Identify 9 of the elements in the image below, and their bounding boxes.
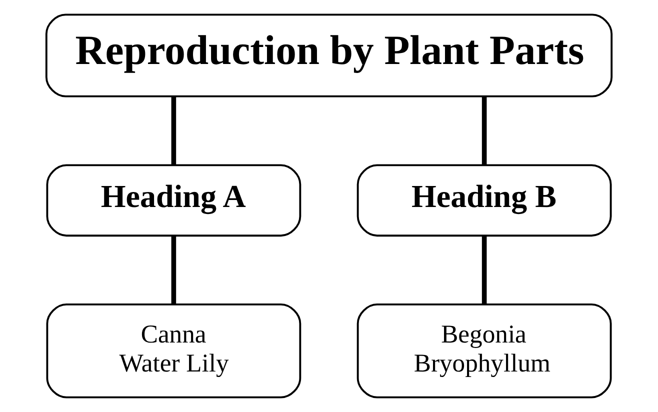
connector [171,96,176,166]
node-box: Heading A [46,164,302,237]
node-box: Begonia Bryophyllum [356,304,612,398]
connector [482,96,487,166]
connector [171,236,176,304]
node-box: Canna Water Lily [46,304,302,398]
node-box: Reproduction by Plant Parts [45,14,613,98]
node-box: Heading B [356,164,612,237]
connector [482,236,487,304]
